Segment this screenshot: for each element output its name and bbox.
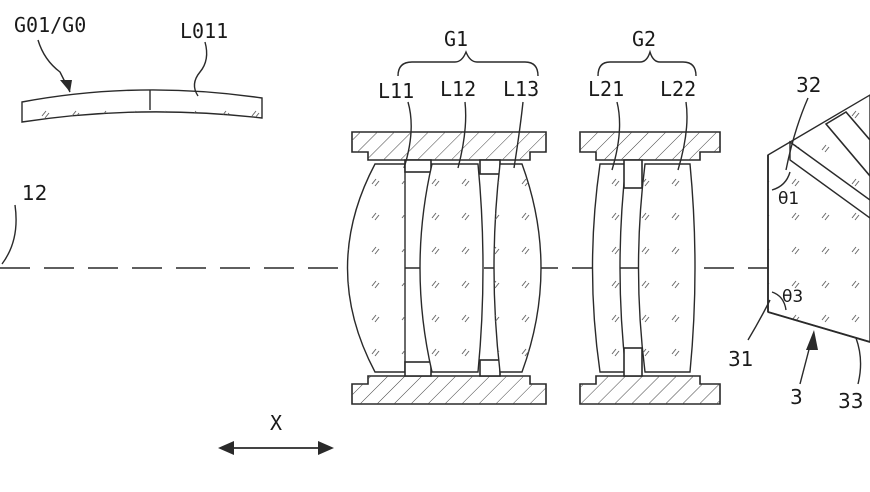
label-32: 32 [796, 73, 821, 97]
label-g2: G2 [632, 27, 656, 51]
lens-group-g2 [579, 131, 721, 405]
lens-group-g1 [346, 131, 547, 405]
label-theta3: θ3 [782, 287, 803, 307]
prism-3 [767, 94, 870, 343]
label-33: 33 [838, 389, 863, 413]
label-3: 3 [790, 385, 803, 409]
label-g1: G1 [444, 27, 468, 51]
label-l13: L13 [503, 77, 539, 101]
label-12: 12 [22, 181, 47, 205]
label-l22: L22 [660, 77, 696, 101]
label-l011: L011 [180, 19, 228, 43]
cover-lens-l011 [21, 89, 263, 123]
label-l12: L12 [440, 77, 476, 101]
label-l11: L11 [378, 79, 414, 103]
label-31: 31 [728, 347, 753, 371]
label-theta1: θ1 [778, 189, 799, 209]
label-x-axis: X [270, 411, 282, 435]
leader-lines [1, 39, 862, 455]
label-l21: L21 [588, 77, 624, 101]
label-g01-g0: G01/G0 [14, 13, 86, 37]
